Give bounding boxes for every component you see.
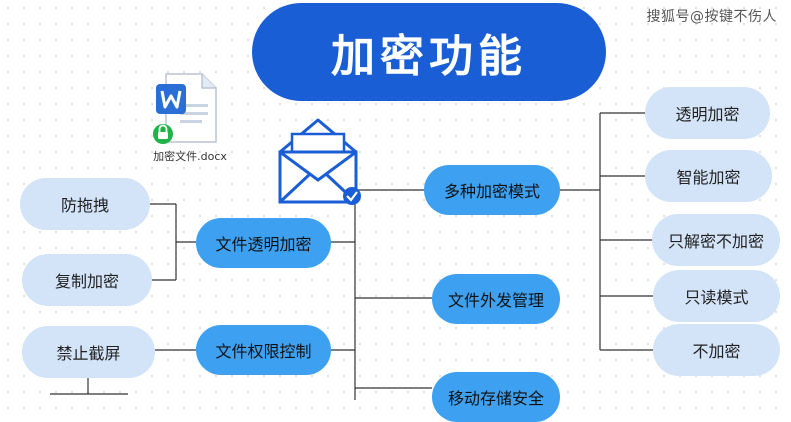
mind-map-canvas: 加密功能 搜狐号@按键不伤人 加密文件.docx 防拖拽 复制加密 禁止截屏 文…	[20, 3, 780, 422]
branch-transparent-encryption: 文件透明加密	[196, 218, 331, 268]
branch-outgoing-management: 文件外发管理	[432, 274, 560, 324]
leaf-read-only: 只读模式	[653, 270, 780, 322]
leaf-smart-encryption: 智能加密	[645, 150, 772, 202]
leaf-transparent-encryption: 透明加密	[645, 87, 770, 139]
word-document-lock-icon	[153, 73, 217, 144]
leaf-no-screenshot: 禁止截屏	[22, 326, 155, 378]
page-title: 加密功能	[252, 3, 606, 101]
branch-permission-control: 文件权限控制	[196, 325, 331, 375]
leaf-anti-drag: 防拖拽	[20, 178, 150, 230]
envelope-check-icon	[278, 118, 361, 205]
document-caption: 加密文件.docx	[153, 150, 227, 163]
watermark: 搜狐号@按键不伤人	[646, 9, 777, 25]
leaf-decrypt-only: 只解密不加密	[652, 214, 780, 266]
leaf-no-encryption: 不加密	[653, 324, 780, 376]
branch-mobile-storage: 移动存储安全	[432, 372, 560, 422]
branch-encryption-modes: 多种加密模式	[424, 165, 560, 215]
leaf-copy-encrypt: 复制加密	[22, 254, 152, 306]
